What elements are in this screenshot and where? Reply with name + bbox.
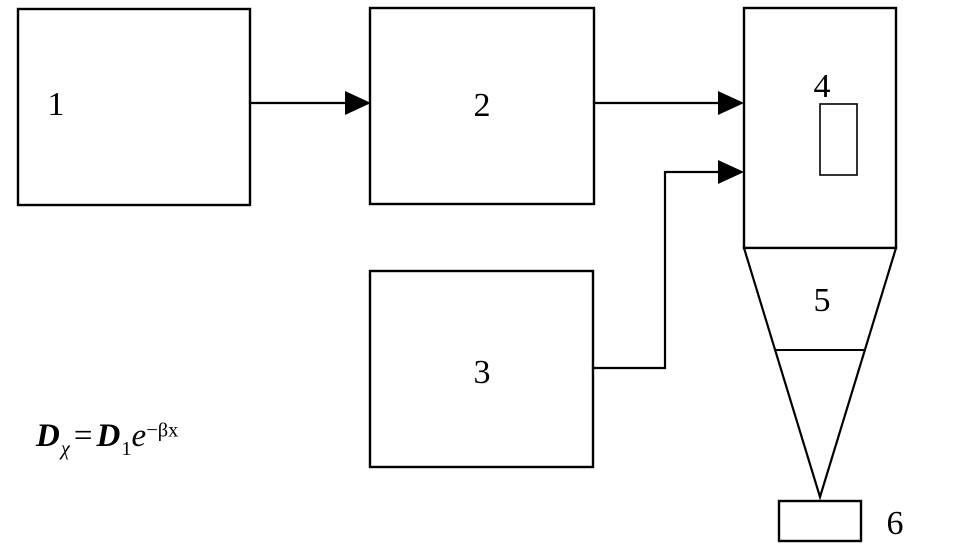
equation-operator: = xyxy=(73,418,93,454)
unit-label-2: 2 xyxy=(474,87,491,124)
unit-label-4: 4 xyxy=(814,68,831,105)
flow-line-3-to-4 xyxy=(591,170,724,370)
unit-cone-5[interactable] xyxy=(742,246,898,501)
arrow-head-1-to-2 xyxy=(345,91,371,115)
unit-box-2[interactable] xyxy=(368,6,596,206)
unit-label-5: 5 xyxy=(814,282,831,319)
unit-label-6: 6 xyxy=(887,505,904,542)
unit-label-1: 1 xyxy=(48,86,65,123)
equation-exponent: −βx xyxy=(146,419,179,442)
unit-label-3: 3 xyxy=(474,354,491,391)
equation-lhs-symbol: D xyxy=(36,418,60,454)
decay-equation: Dχ=D1e−βx xyxy=(36,420,178,459)
unit-box-1[interactable] xyxy=(16,7,252,207)
arrow-head-2-to-4 xyxy=(718,91,744,115)
equation-rhs-subscript: 1 xyxy=(121,437,132,460)
arrow-head-3-to-4 xyxy=(718,160,744,184)
unit-box-3[interactable] xyxy=(368,269,595,469)
equation-exponential-base: e xyxy=(131,418,147,454)
equation-lhs-subscript: χ xyxy=(60,437,70,460)
unit-4-internal-element xyxy=(819,103,858,176)
equation-rhs-symbol: D xyxy=(96,418,121,454)
unit-box-6[interactable] xyxy=(777,499,863,543)
